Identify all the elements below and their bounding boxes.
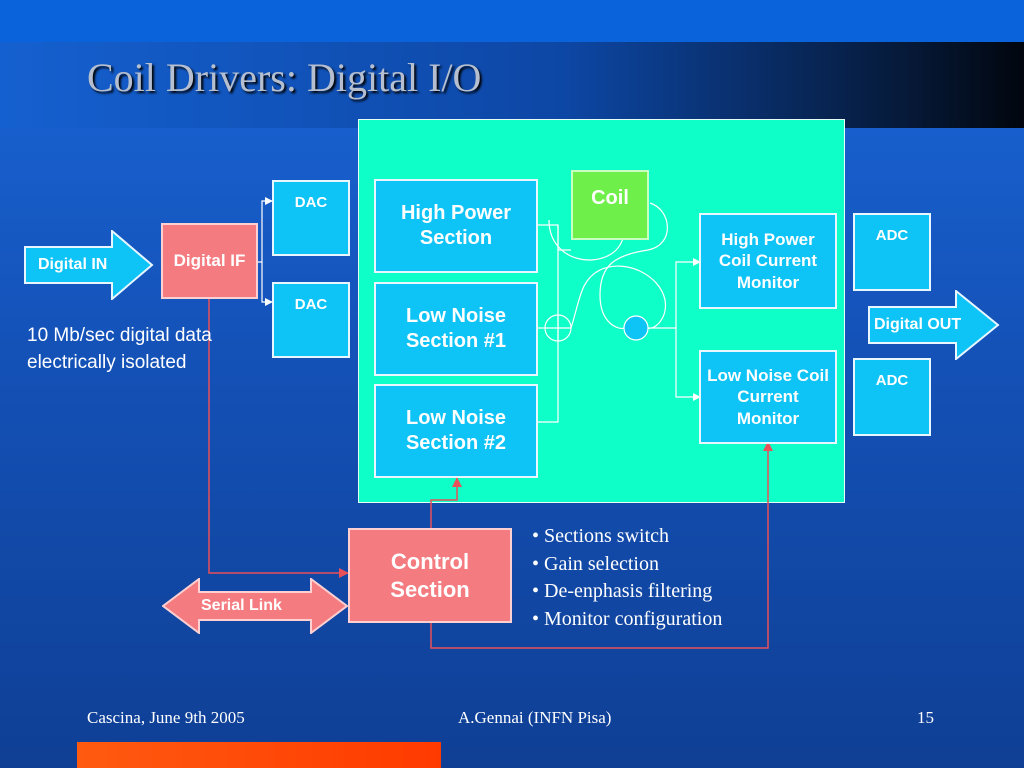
page-number: 15 (917, 708, 934, 727)
footer-accent-bar (77, 742, 441, 768)
list-item: Sections switch (532, 523, 722, 551)
low-noise-section-1-box: Low Noise Section #1 (374, 282, 538, 376)
slide-title: Coil Drivers: Digital I/O (87, 55, 482, 100)
footer-author: A.Gennai (INFN Pisa) (458, 708, 612, 727)
if-to-dac-lines (257, 197, 273, 306)
digital-in-label: Digital IN (38, 256, 108, 273)
high-power-monitor-box: High Power Coil Current Monitor (699, 213, 837, 309)
adc-box-top: ADC (853, 213, 931, 291)
footer-location-date: Cascina, June 9th 2005 (87, 708, 245, 727)
dac-box-top: DAC (272, 180, 350, 256)
low-noise-section-2-box: Low Noise Section #2 (374, 384, 538, 478)
digital-if-box: Digital IF (161, 223, 258, 299)
top-band (0, 0, 1024, 42)
serial-link-arrow (162, 578, 348, 634)
high-power-section-box: High Power Section (374, 179, 538, 273)
adc-box-bottom: ADC (853, 358, 931, 436)
list-item: De-enphasis filtering (532, 578, 722, 606)
digital-in-arrow (24, 230, 154, 300)
section-summing-lines (537, 202, 701, 423)
serial-link-label: Serial Link (201, 597, 282, 614)
list-item: Monitor configuration (532, 606, 722, 634)
low-noise-monitor-box: Low Noise Coil Current Monitor (699, 350, 837, 444)
coil-box: Coil (571, 170, 649, 240)
dac-box-bottom: DAC (272, 282, 350, 358)
title-band (0, 42, 1024, 128)
control-functions-list: Sections switch Gain selection De-enphas… (532, 523, 722, 633)
digital-out-arrow (868, 290, 1000, 360)
list-item: Gain selection (532, 551, 722, 579)
isolation-note: 10 Mb/sec digital data electrically isol… (27, 325, 212, 373)
digital-out-label: Digital OUT (874, 316, 962, 333)
control-lines (208, 298, 773, 649)
control-section-box: Control Section (348, 528, 512, 623)
